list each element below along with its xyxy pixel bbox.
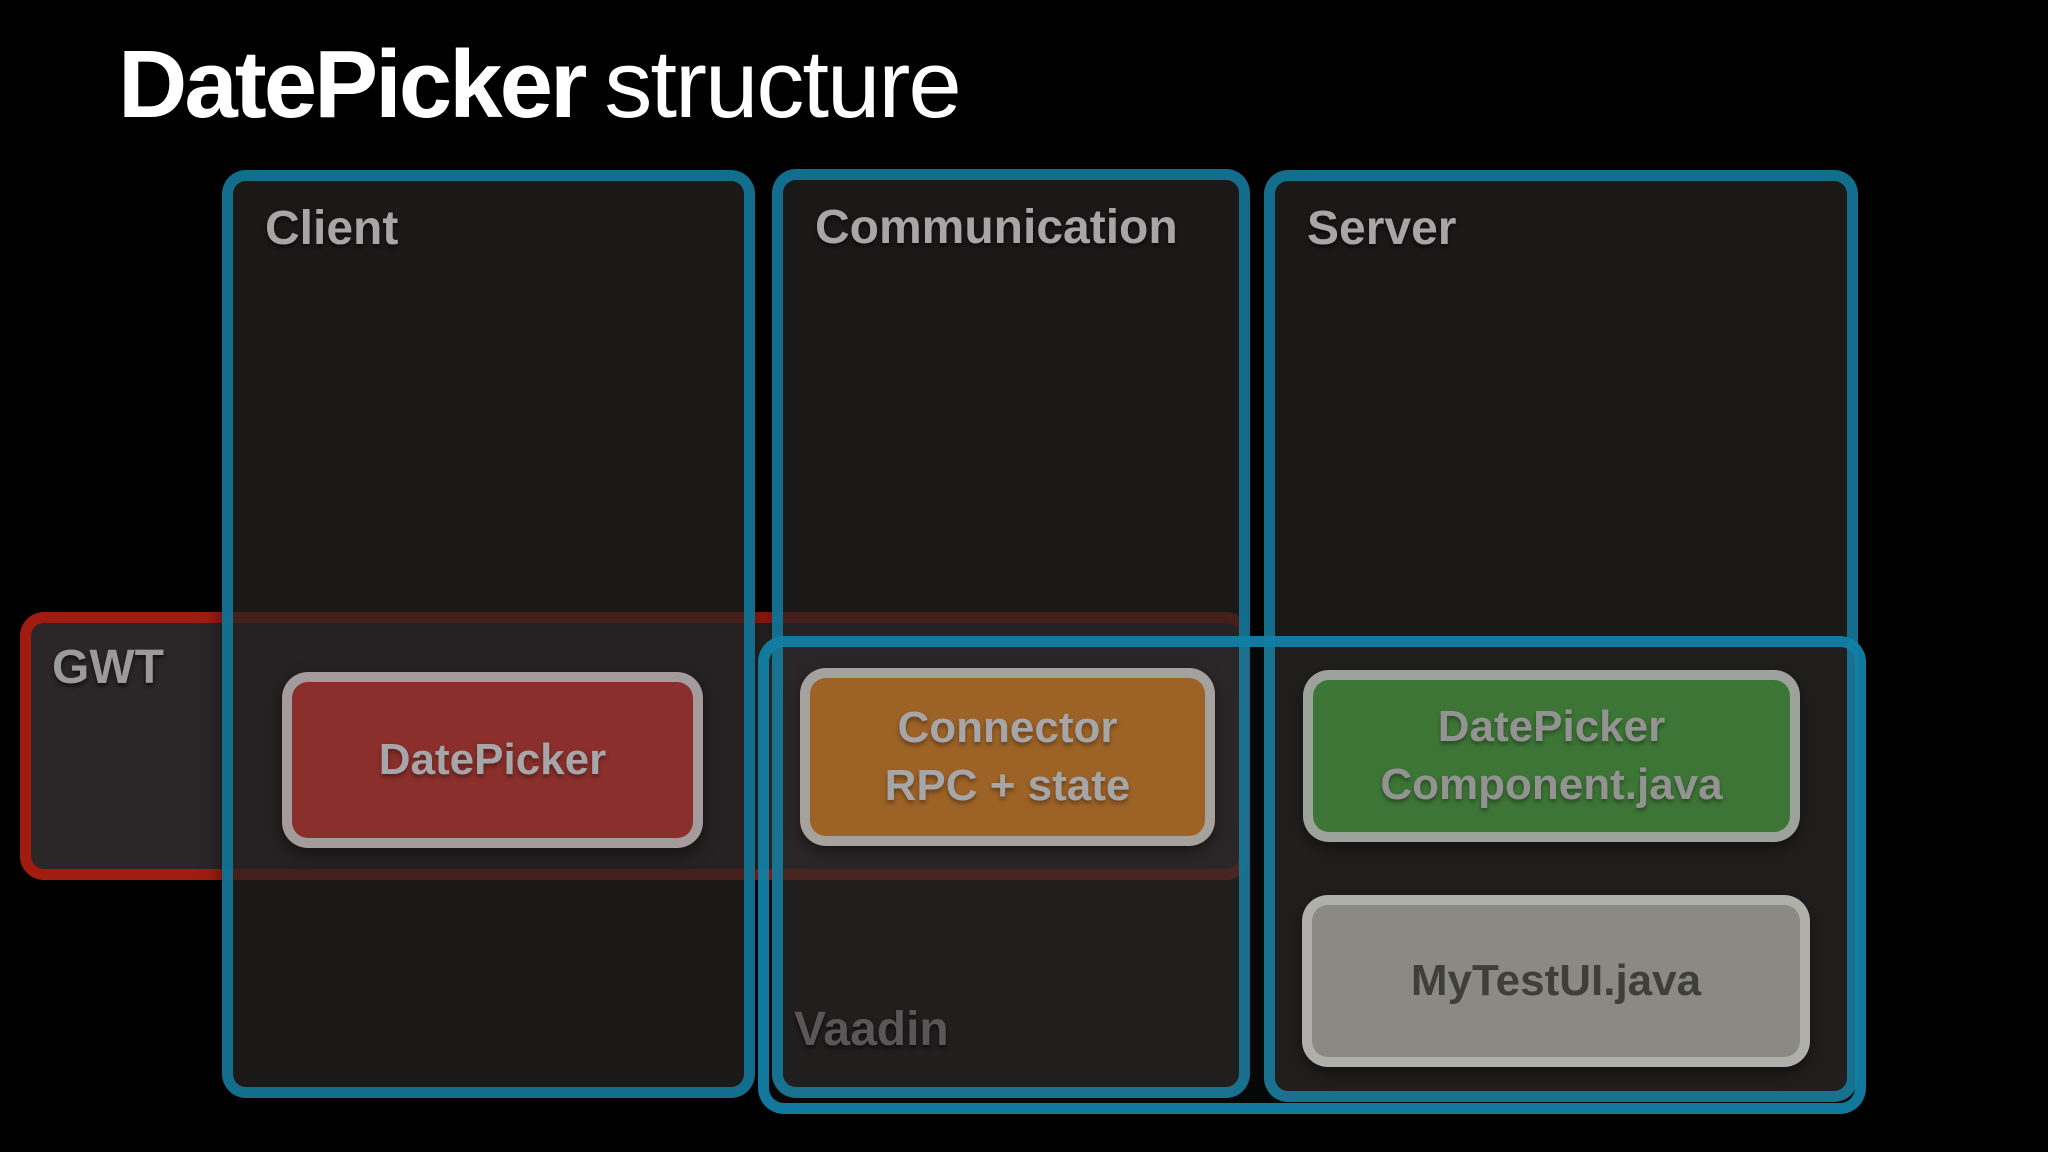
column-client-label: Client <box>265 202 399 255</box>
node-mytestui-java: MyTestUI.java <box>1302 895 1810 1067</box>
node-datepicker: DatePicker <box>282 672 703 848</box>
node-datepicker-label: DatePicker <box>378 735 607 784</box>
node-mytestui-label: MyTestUI.java <box>1410 956 1702 1005</box>
frame-gwt-label: GWT <box>52 641 164 694</box>
page-title-regular: structure <box>604 31 961 138</box>
node-connector-label: Connector <box>897 703 1118 752</box>
column-client: Client <box>222 170 755 1098</box>
node-datepicker-component-label-2: Component.java <box>1380 760 1723 809</box>
frame-vaadin <box>758 636 1866 1114</box>
node-datepicker-component-java: DatePicker Component.java <box>1303 670 1800 842</box>
node-connector-rpc-state: Connector RPC + state <box>800 668 1215 846</box>
column-communication: Communication <box>772 169 1250 1098</box>
column-communication-label: Communication <box>815 201 1178 254</box>
page-title-bold: DatePicker <box>118 31 587 138</box>
column-server-label: Server <box>1307 202 1457 255</box>
node-connector-label-2: RPC + state <box>884 761 1131 810</box>
frame-vaadin-label: Vaadin <box>794 1003 949 1056</box>
node-datepicker-component-label: DatePicker <box>1437 702 1666 751</box>
